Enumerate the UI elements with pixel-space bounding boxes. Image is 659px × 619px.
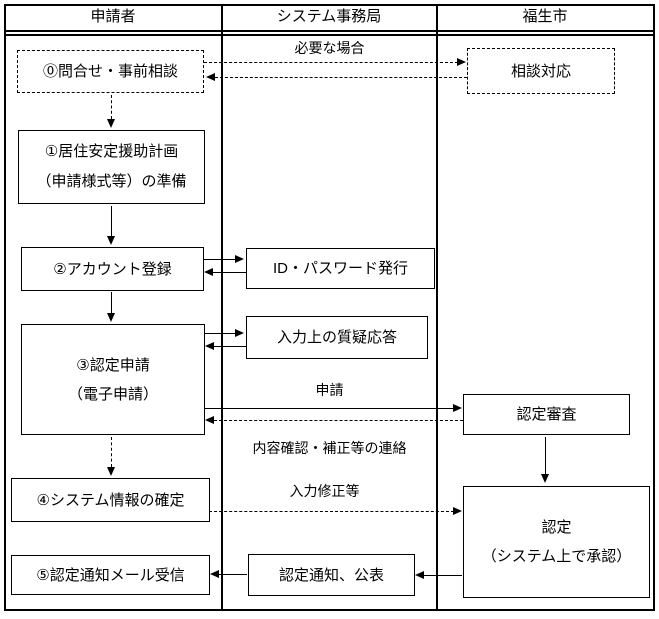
arrow-notice-to-mail-line — [219, 574, 247, 575]
header-rule-2 — [4, 34, 653, 36]
arrow-id-to-account-head — [204, 268, 213, 276]
node-certification-review: 認定審査 — [463, 394, 630, 435]
node-id-issue-label: ID・パスワード発行 — [272, 260, 408, 277]
node-qa-label: 入力上の質疑応答 — [276, 329, 397, 346]
node-account-registration: ②アカウント登録 — [21, 247, 204, 291]
node-plan-line2: （申請様式等）の準備 — [36, 173, 187, 190]
node-approval-line2: （システム上で承認） — [481, 548, 632, 565]
arrow-apply-to-fix-head — [107, 467, 115, 476]
node-id-password-issue: ID・パスワード発行 — [246, 248, 435, 289]
node-review-label: 認定審査 — [516, 406, 577, 423]
arrow-apply-to-review-line — [204, 408, 454, 409]
node-inquiry-label: ⓪問合せ・事前相談 — [42, 63, 178, 80]
node-inquiry: ⓪問合せ・事前相談 — [17, 50, 204, 93]
node-input-qa: 入力上の質疑応答 — [246, 316, 428, 359]
arrow-account-to-apply-head — [107, 313, 115, 322]
node-apply-line1: ③認定申請 — [76, 356, 150, 374]
node-apply-line2: （電子申請） — [67, 385, 158, 403]
node-consult-response-label: 相談対応 — [510, 62, 571, 80]
arrow-approval-to-notice-head — [415, 571, 424, 579]
node-system-info-fix: ④システム情報の確定 — [11, 478, 210, 522]
label-input-fix: 入力修正等 — [289, 483, 360, 499]
column-header-applicant: 申請者 — [90, 8, 136, 25]
node-consult-response: 相談対応 — [467, 48, 615, 94]
arrow-id-to-account-line — [213, 272, 246, 273]
arrow-apply-to-fix-line — [111, 437, 112, 467]
node-mail-label: ⑤認定通知メール受信 — [36, 566, 185, 584]
arrow-account-to-apply-line — [111, 292, 112, 313]
label-if-needed: 必要な場合 — [294, 40, 365, 56]
arrow-consult-to-inquiry-line — [215, 77, 467, 78]
arrow-inquiry-to-plan-line — [111, 95, 112, 119]
arrow-inquiry-to-consult-line — [204, 62, 458, 63]
arrow-review-to-apply-line — [214, 420, 463, 421]
arrow-inquiry-to-plan-head — [107, 119, 115, 128]
arrow-approval-to-notice-line — [424, 575, 462, 576]
arrow-plan-to-account-head — [107, 236, 115, 245]
node-notice-publish: 認定通知、公表 — [248, 554, 415, 596]
arrow-inquiry-to-consult-head — [457, 58, 466, 66]
arrow-apply-to-review-head — [453, 404, 462, 412]
header-rule-1 — [4, 30, 653, 32]
node-fix-label: ④システム情報の確定 — [36, 491, 185, 509]
node-notice-label: 認定通知、公表 — [278, 566, 384, 584]
arrow-fix-to-approval-head — [453, 507, 462, 515]
node-plan-line1: ①居住安定援助計画 — [44, 143, 179, 160]
arrow-apply-to-qa-head — [235, 329, 244, 337]
column-divider-left — [221, 4, 223, 609]
label-confirm-contact: 内容確認・補正等の連絡 — [252, 440, 407, 456]
table-outer-border — [4, 4, 655, 611]
node-certification-application: ③認定申請 （電子申請） — [21, 324, 205, 435]
arrow-review-to-approval-line — [545, 437, 546, 474]
arrow-account-to-id-line — [204, 259, 236, 260]
node-approval-line1: 認定 — [541, 519, 572, 536]
arrow-consult-to-inquiry-head — [206, 73, 215, 81]
arrow-review-to-apply-head — [205, 416, 214, 424]
node-mail-receive: ⑤認定通知メール受信 — [11, 555, 210, 595]
node-account-label: ②アカウント登録 — [53, 260, 172, 278]
node-approval: 認定 （システム上で承認） — [463, 486, 650, 598]
arrow-review-to-approval-head — [541, 474, 549, 483]
arrow-fix-to-approval-line — [209, 511, 454, 512]
arrow-apply-to-qa-line — [205, 333, 236, 334]
node-plan-preparation: ①居住安定援助計画 （申請様式等）の準備 — [18, 130, 205, 204]
arrow-notice-to-mail-head — [210, 570, 219, 578]
column-header-fussa-city: 福生市 — [522, 8, 568, 25]
arrow-account-to-id-head — [235, 255, 244, 263]
column-divider-right — [436, 4, 438, 609]
arrow-qa-to-apply-head — [205, 342, 214, 350]
label-application: 申請 — [315, 382, 344, 398]
arrow-qa-to-apply-line — [214, 346, 246, 347]
column-header-system-office: システム事務局 — [276, 8, 382, 25]
arrow-plan-to-account-line — [111, 206, 112, 236]
